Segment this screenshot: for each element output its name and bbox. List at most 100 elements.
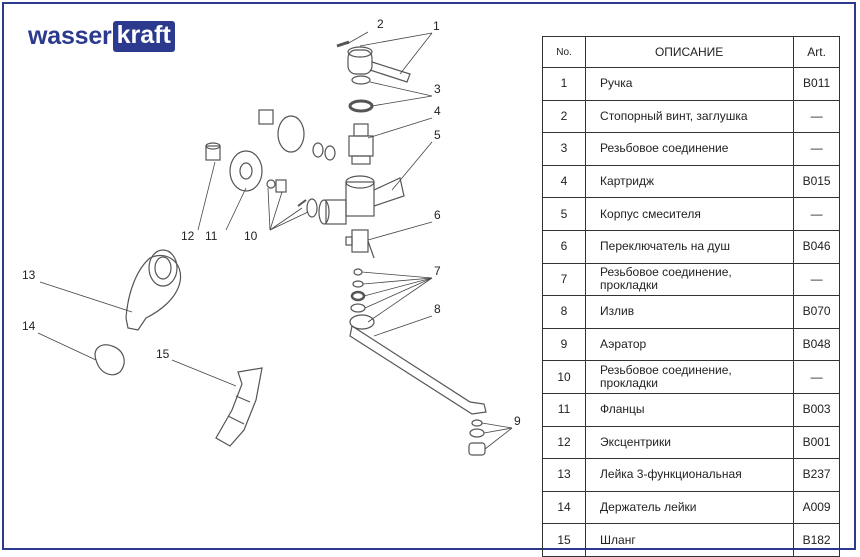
row-description: Ручка [585, 67, 795, 101]
part-9-aerator [468, 419, 486, 456]
row-number: 6 [541, 229, 587, 264]
row-description: Резьбовое соединение [585, 132, 795, 166]
callout-10: 10 [244, 229, 258, 243]
row-number: 14 [541, 490, 587, 525]
part-13-shower-head [125, 249, 182, 331]
row-number: 3 [541, 132, 587, 166]
leader-lines [37, 31, 513, 450]
row-article: A009 [793, 490, 840, 525]
header-description: ОПИСАНИЕ [585, 36, 795, 68]
row-description: Резьбовое соединение, прокладки [585, 262, 795, 297]
row-number: 2 [541, 99, 587, 134]
table-header-row: No. ОПИСАНИЕ Art. [541, 36, 840, 68]
row-number: 13 [541, 458, 587, 492]
row-number: 1 [541, 67, 587, 101]
row-article: B182 [793, 523, 840, 557]
part-12-eccentric [205, 142, 221, 161]
row-article: — [793, 99, 840, 134]
parts-drawing [94, 40, 487, 456]
part-10-joints [258, 109, 336, 218]
callout-6: 6 [434, 208, 441, 222]
logo-text-kraft: kraft [112, 20, 175, 52]
part-5-body [318, 175, 405, 225]
row-number: 12 [541, 425, 587, 460]
part-7-rings [350, 268, 366, 313]
part-1-handle [347, 46, 411, 83]
exploded-view-diagram: 2 1 3 4 5 6 7 8 9 10 11 12 13 14 15 [22, 17, 521, 456]
row-description: Лейка 3-функциональная [585, 458, 795, 492]
row-description: Картридж [585, 164, 795, 199]
page-frame [2, 2, 856, 550]
row-article: — [793, 262, 840, 297]
callout-9: 9 [514, 414, 521, 428]
row-description: Эксцентрики [585, 425, 795, 460]
callout-12: 12 [181, 229, 195, 243]
callout-1: 1 [433, 19, 440, 33]
row-number: 5 [541, 197, 587, 231]
callout-4: 4 [434, 104, 441, 118]
callout-3: 3 [434, 82, 441, 96]
callout-5: 5 [434, 128, 441, 142]
row-description: Излив [585, 295, 795, 329]
row-description: Фланцы [585, 392, 795, 427]
callout-11: 11 [205, 229, 218, 243]
callout-numbers: 2 1 3 4 5 6 7 8 9 10 11 12 13 14 15 [22, 17, 521, 428]
row-description: Переключатель на душ [585, 229, 795, 264]
row-article: B046 [793, 229, 840, 264]
row-article: B237 [793, 458, 840, 492]
row-description: Держатель лейки [585, 490, 795, 525]
header-art: Art. [793, 36, 840, 68]
row-number: 4 [541, 164, 587, 199]
row-article: B015 [793, 164, 840, 199]
part-3-rings [348, 75, 374, 113]
callout-15: 15 [156, 347, 170, 361]
row-article: B003 [793, 392, 840, 427]
row-article: — [793, 360, 840, 394]
row-article: B011 [793, 67, 840, 101]
part-11-flange [229, 150, 263, 192]
row-number: 10 [541, 360, 587, 394]
part-4-cartridge [348, 123, 374, 165]
row-description: Резьбовое соединение, прокладки [585, 360, 795, 394]
row-number: 11 [541, 392, 587, 427]
callout-2: 2 [377, 17, 384, 31]
row-number: 8 [541, 295, 587, 329]
part-14-holder [94, 344, 125, 376]
part-8-spout [349, 314, 487, 415]
callout-13: 13 [22, 268, 36, 282]
callout-8: 8 [434, 302, 441, 316]
row-number: 15 [541, 523, 587, 557]
logo-text-wasser: wasser [28, 21, 112, 50]
row-description: Корпус смесителя [585, 197, 795, 231]
row-description: Шланг [585, 523, 795, 557]
row-description: Стопорный винт, заглушка [585, 99, 795, 134]
brand-logo: wasser kraft [28, 18, 175, 54]
row-number: 9 [541, 327, 587, 362]
row-article: — [793, 197, 840, 231]
row-article: B001 [793, 425, 840, 460]
callout-7: 7 [434, 264, 441, 278]
part-15-hose [215, 367, 263, 447]
row-article: B048 [793, 327, 840, 362]
row-article: B070 [793, 295, 840, 329]
callout-14: 14 [22, 319, 36, 333]
header-no: No. [541, 36, 587, 68]
row-description: Аэратор [585, 327, 795, 362]
part-6-diverter [345, 229, 375, 259]
part-2-screw [336, 40, 350, 48]
